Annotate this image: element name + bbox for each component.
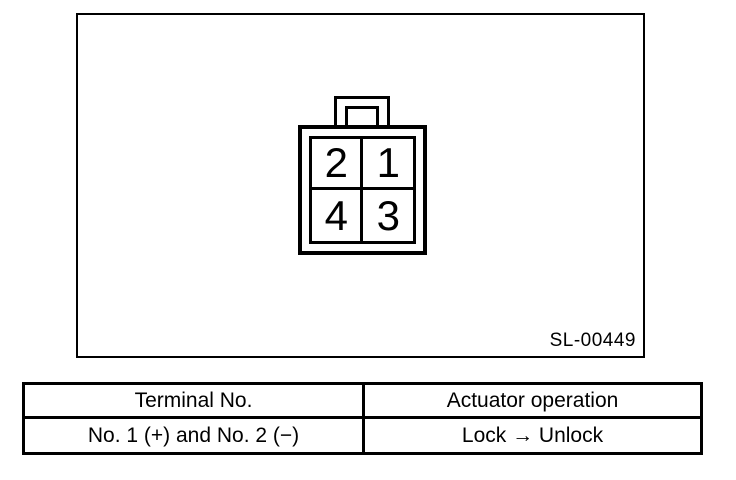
figure-frame: 2 1 4 3 SL-00449: [76, 13, 645, 358]
pin-cell-2: 2: [312, 139, 363, 190]
connector-lock-tab-inner: [345, 106, 379, 125]
table-header-terminal-no: Terminal No.: [25, 385, 365, 419]
terminal-spec-table: Terminal No. Actuator operation No. 1 (+…: [22, 382, 703, 455]
table-cell-operation-value: Lock → Unlock: [461, 423, 604, 447]
pin-cell-1: 1: [362, 139, 413, 190]
pin-cell-3: 3: [376, 191, 400, 239]
figure-code-label: SL-00449: [549, 330, 636, 351]
table-header-actuator-operation: Actuator operation: [365, 385, 700, 419]
table-cell-terminal-value: No. 1 (+) and No. 2 (−): [25, 419, 365, 452]
pin-cell-4: 4: [312, 190, 363, 241]
connector-pin-grid: 2 1 4 3: [309, 136, 416, 244]
